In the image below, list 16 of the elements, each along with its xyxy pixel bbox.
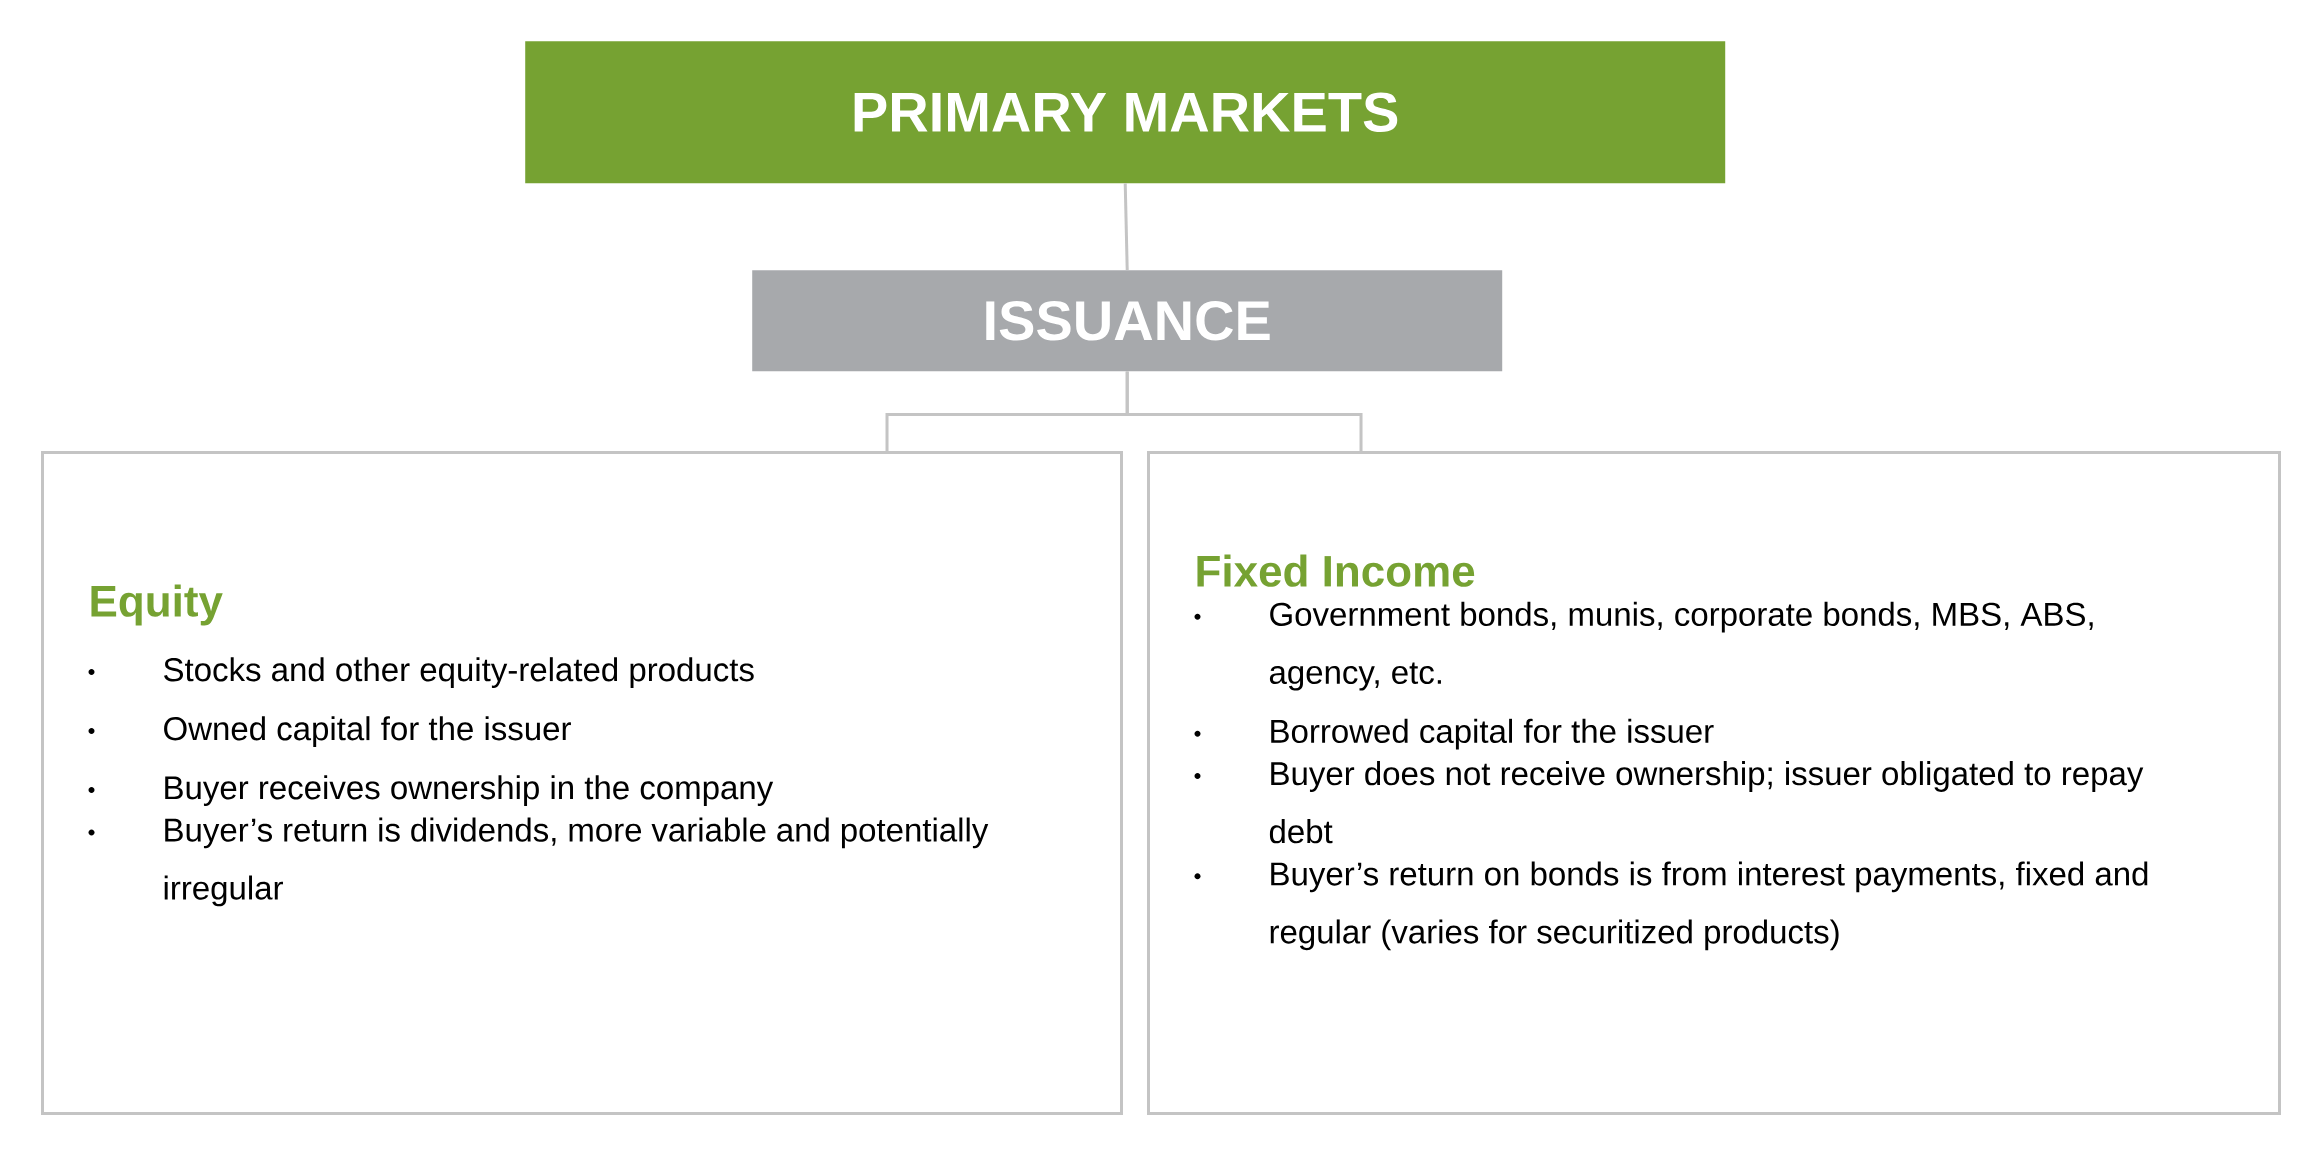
bullet-item: Stocks and other equity-related products	[88, 657, 754, 688]
bullet-item: Owned capital for the issuer	[88, 716, 571, 747]
heading: Equity	[91, 584, 223, 626]
title-box: ISSUANCE	[752, 270, 1503, 372]
connector-line	[1123, 183, 1129, 271]
bullet-item: Buyer receives ownership in the company	[88, 775, 774, 806]
bullet-item: Government bonds, munis, corporate bonds, MBS, ABS, agency, etc.	[1194, 601, 2093, 691]
heading: Fixed Income	[1197, 554, 1475, 587]
bullet-item: Buyer’s return on bonds is from interest payments, fixed and regular (varies for securitized products)	[1194, 861, 2148, 951]
bullet-item: Buyer does not receive ownership; issuer obligated to repay debt	[1194, 761, 2144, 844]
bullet-item: Buyer’s return is dividends, more variable and potentially irregular	[88, 817, 989, 907]
bullet-item: Borrowed capital for the issuer	[1194, 718, 1714, 750]
title-box: PRIMARY MARKETS	[525, 41, 1726, 184]
category-card	[1147, 451, 2281, 1115]
category-card	[41, 451, 1123, 1115]
connector-line	[1125, 371, 1363, 451]
